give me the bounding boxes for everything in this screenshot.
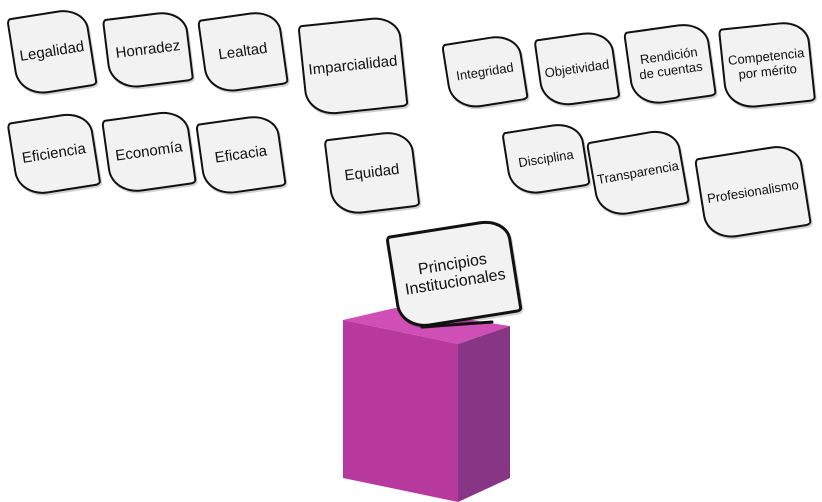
card-profesionalismo: Profesionalismo: [694, 142, 812, 242]
card-label: Objetividad: [543, 56, 611, 80]
card-honradez: Honradez: [101, 9, 195, 91]
card-label: Rendición de cuentas: [638, 44, 704, 83]
card-eficacia: Eficacia: [195, 112, 287, 198]
card-label: Principios Institucionales: [403, 250, 507, 299]
card-label: Legalidad: [18, 38, 86, 66]
card-label: Lealtad: [217, 40, 269, 64]
card-label: Transparencia: [595, 157, 680, 187]
card-eficiencia: Eficiencia: [6, 109, 102, 199]
card-integridad: Integridad: [441, 32, 529, 112]
card-label: Honradez: [114, 37, 182, 63]
card-lealtad: Lealtad: [197, 8, 289, 96]
card-economia: Economía: [101, 108, 197, 196]
card-principios-institucionales: Principios Institucionales: [385, 216, 523, 332]
ballot-box-side: [458, 326, 510, 502]
card-label: Eficacia: [213, 142, 269, 167]
card-imparcialidad: Imparcialidad: [297, 14, 409, 118]
card-transparencia: Transparencia: [585, 126, 691, 220]
card-objetividad: Objetividad: [533, 28, 621, 110]
card-legalidad: Legalidad: [6, 6, 98, 98]
card-label: Competencia por mérito: [727, 45, 805, 82]
card-competencia-por-merito: Competencia por mérito: [717, 19, 817, 111]
card-label: Profesionalismo: [705, 176, 800, 206]
card-label: Imparcialidad: [307, 52, 399, 79]
card-label: Eficiencia: [20, 140, 88, 168]
card-label: Disciplina: [517, 146, 575, 170]
ballot-box-front: [343, 320, 458, 502]
card-disciplina: Disciplina: [501, 120, 591, 198]
card-label: Integridad: [455, 59, 515, 83]
card-label: Economía: [114, 138, 184, 165]
card-rendicion-de-cuentas: Rendición de cuentas: [623, 20, 717, 108]
card-equidad: Equidad: [323, 128, 421, 218]
card-label: Equidad: [343, 161, 401, 185]
